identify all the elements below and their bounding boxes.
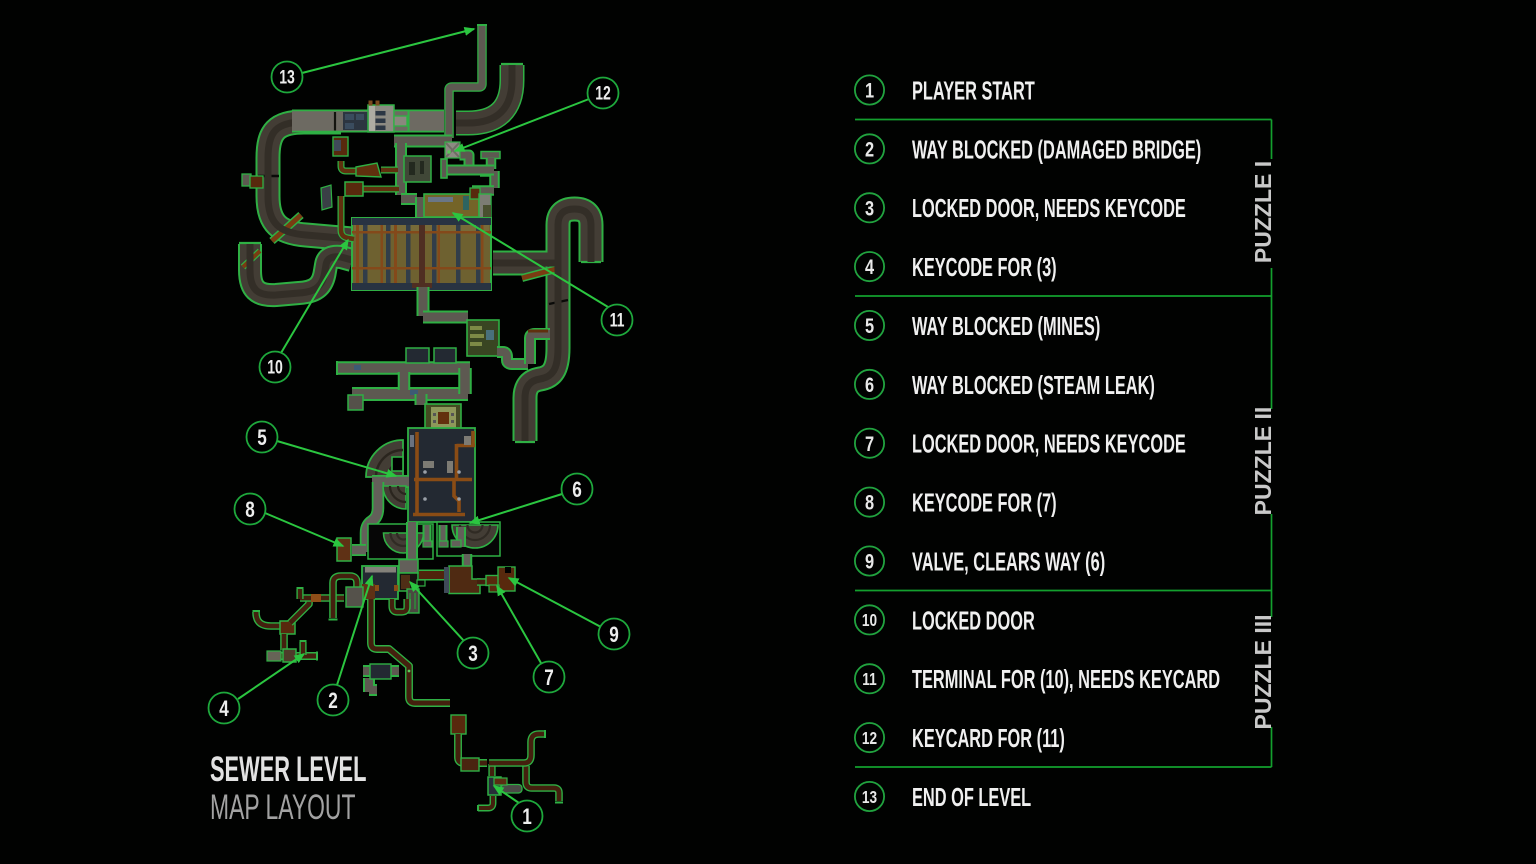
- svg-text:END OF LEVEL: END OF LEVEL: [912, 782, 1031, 812]
- svg-text:12: 12: [595, 82, 611, 104]
- svg-text:6: 6: [865, 373, 874, 396]
- svg-text:KEYCODE FOR (3): KEYCODE FOR (3): [912, 252, 1057, 282]
- svg-text:LOCKED DOOR, NEEDS KEYCODE: LOCKED DOOR, NEEDS KEYCODE: [912, 429, 1186, 459]
- svg-text:12: 12: [862, 729, 877, 748]
- svg-text:LOCKED DOOR: LOCKED DOOR: [912, 605, 1035, 635]
- svg-text:LOCKED DOOR, NEEDS KEYCODE: LOCKED DOOR, NEEDS KEYCODE: [912, 193, 1186, 223]
- svg-text:PLAYER START: PLAYER START: [912, 75, 1035, 105]
- svg-text:4: 4: [219, 697, 229, 722]
- svg-text:5: 5: [865, 314, 874, 337]
- svg-text:11: 11: [862, 671, 877, 690]
- svg-text:PUZZLE I: PUZZLE I: [1250, 161, 1276, 263]
- svg-text:8: 8: [245, 498, 255, 523]
- svg-text:3: 3: [865, 196, 874, 219]
- svg-text:13: 13: [862, 788, 877, 807]
- svg-text:5: 5: [257, 426, 267, 451]
- svg-text:WAY BLOCKED (STEAM LEAK): WAY BLOCKED (STEAM LEAK): [912, 370, 1155, 400]
- svg-text:KEYCARD FOR (11): KEYCARD FOR (11): [912, 723, 1065, 753]
- svg-text:PUZZLE III: PUZZLE III: [1250, 615, 1276, 730]
- svg-text:7: 7: [544, 666, 554, 691]
- svg-text:WAY BLOCKED (DAMAGED BRIDGE): WAY BLOCKED (DAMAGED BRIDGE): [912, 134, 1201, 164]
- svg-text:9: 9: [609, 623, 619, 648]
- svg-text:WAY BLOCKED (MINES): WAY BLOCKED (MINES): [912, 311, 1100, 341]
- svg-text:1: 1: [522, 805, 532, 830]
- svg-text:11: 11: [610, 309, 625, 331]
- svg-text:13: 13: [279, 66, 295, 88]
- svg-text:TERMINAL FOR (10), NEEDS KEYCA: TERMINAL FOR (10), NEEDS KEYCARD: [912, 664, 1220, 694]
- svg-text:VALVE, CLEARS WAY (6): VALVE, CLEARS WAY (6): [912, 546, 1105, 576]
- svg-text:KEYCODE FOR (7): KEYCODE FOR (7): [912, 488, 1057, 518]
- svg-text:7: 7: [865, 432, 874, 455]
- svg-text:10: 10: [267, 356, 283, 378]
- svg-text:4: 4: [865, 255, 875, 278]
- svg-text:2: 2: [865, 138, 874, 161]
- svg-text:9: 9: [865, 550, 874, 573]
- svg-text:6: 6: [572, 478, 582, 503]
- svg-text:2: 2: [328, 689, 338, 714]
- svg-text:3: 3: [468, 642, 478, 667]
- svg-text:PUZZLE II: PUZZLE II: [1250, 407, 1276, 516]
- svg-text:SEWER LEVEL: SEWER LEVEL: [210, 750, 366, 790]
- svg-text:10: 10: [862, 612, 877, 631]
- svg-text:1: 1: [865, 79, 874, 102]
- svg-text:8: 8: [865, 491, 874, 514]
- svg-text:MAP LAYOUT: MAP LAYOUT: [210, 788, 355, 827]
